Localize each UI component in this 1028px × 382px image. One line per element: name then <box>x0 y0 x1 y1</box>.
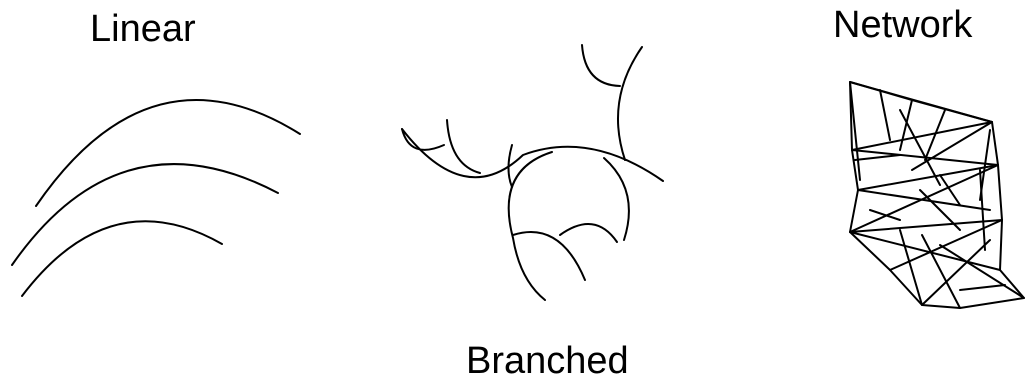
linear-chain-1 <box>36 100 300 206</box>
network-link <box>880 90 890 140</box>
linear-diagram <box>0 0 320 320</box>
branched-arm-lower <box>509 152 552 300</box>
network-link <box>855 155 900 160</box>
network-outline <box>850 82 1024 308</box>
branched-loop-lower-2 <box>560 224 617 242</box>
network-link <box>852 122 992 150</box>
linear-chain-3 <box>22 221 222 296</box>
branched-diagram <box>380 30 680 320</box>
network-link <box>900 110 940 185</box>
network-link <box>922 240 990 305</box>
branched-arm-top <box>618 47 642 160</box>
branched-loop-2 <box>447 120 480 173</box>
network-label: Network <box>833 6 972 44</box>
network-link <box>858 165 998 190</box>
linear-chain-2 <box>12 164 278 265</box>
branched-loop-1 <box>402 129 444 150</box>
network-diagram <box>840 70 1028 310</box>
network-link <box>940 245 1024 298</box>
network-link <box>850 82 992 122</box>
branched-arm-top-curl <box>582 45 620 86</box>
network-link <box>960 285 1005 290</box>
branched-arm-lower-2 <box>604 158 629 240</box>
network-link <box>900 100 912 150</box>
branched-label: Branched <box>466 342 629 380</box>
